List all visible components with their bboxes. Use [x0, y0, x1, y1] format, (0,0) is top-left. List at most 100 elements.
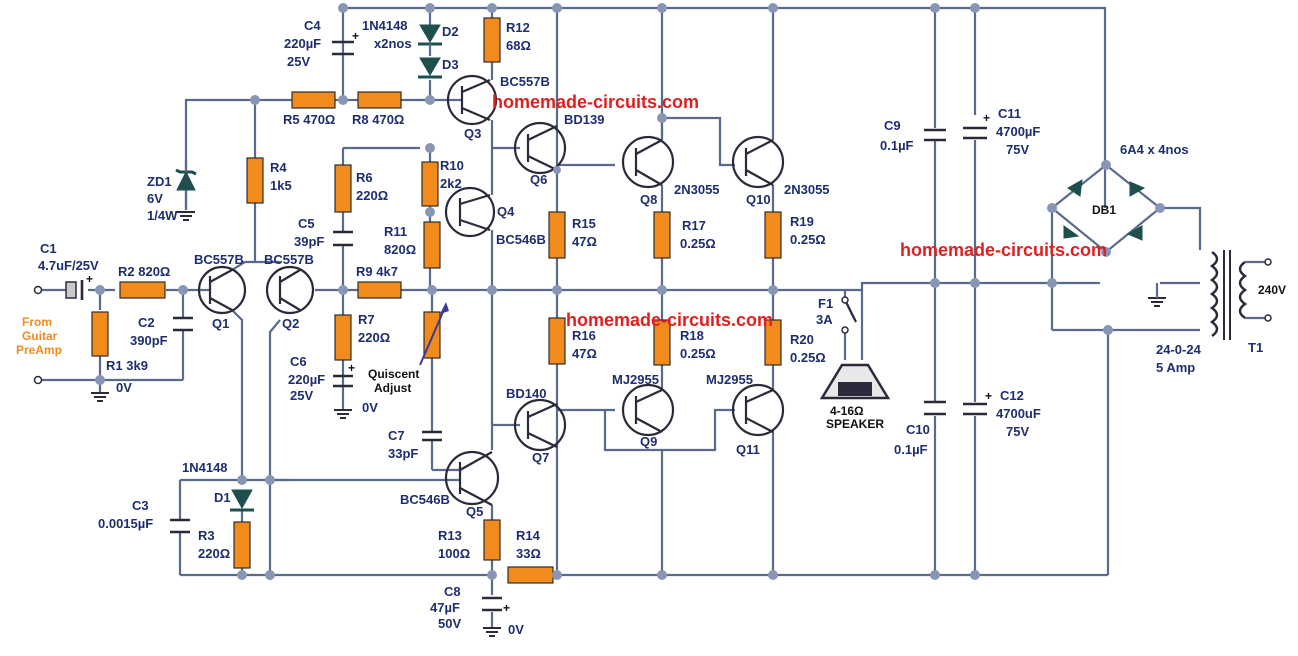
- transistor-q11: [731, 383, 785, 437]
- speaker-label: SPEAKER: [826, 417, 884, 431]
- resistor-r9: [357, 281, 402, 299]
- transistor-q5: [444, 450, 500, 506]
- q5-type: BC546B: [400, 492, 450, 507]
- r5-label: R5 470Ω: [283, 112, 335, 127]
- d1-type: 1N4148: [182, 460, 228, 475]
- c6-value: 220µF: [288, 372, 325, 387]
- resistor-r6: [334, 164, 352, 213]
- svg-text:+: +: [985, 389, 992, 403]
- q5-name: Q5: [466, 504, 483, 519]
- speaker: [819, 363, 891, 400]
- r7-value: 220Ω: [358, 330, 390, 345]
- q11-type: MJ2955: [706, 372, 753, 387]
- q10-name: Q10: [746, 192, 771, 207]
- watermark-top: homemade-circuits.com: [492, 92, 699, 112]
- r15-name: R15: [572, 216, 596, 231]
- diodes: [175, 24, 1162, 512]
- r9-label: R9 4k7: [356, 264, 398, 279]
- r10-name: R10: [440, 158, 464, 173]
- transformer-spec-1: 24-0-24: [1156, 342, 1202, 357]
- c12-name: C12: [1000, 388, 1024, 403]
- q2-type: BC557B: [264, 252, 314, 267]
- r11-value: 820Ω: [384, 242, 416, 257]
- c5-name: C5: [298, 216, 315, 231]
- r17-value: 0.25Ω: [680, 236, 716, 251]
- q2-name: Q2: [282, 316, 299, 331]
- r15-value: 47Ω: [572, 234, 597, 249]
- quiescent-line-1: Quiscent: [368, 367, 419, 381]
- c1-name: C1: [40, 241, 57, 256]
- r19-name: R19: [790, 214, 814, 229]
- resistors: [91, 17, 782, 584]
- c4-value: 220µF: [284, 36, 321, 51]
- svg-text:+: +: [352, 29, 359, 43]
- ground-symbols: [91, 211, 1166, 637]
- q8-type: 2N3055: [674, 182, 720, 197]
- capacitors: + + + + + +: [65, 29, 992, 615]
- q1-name: Q1: [212, 316, 229, 331]
- q6-name: Q6: [530, 172, 547, 187]
- input-from-label: From: [22, 315, 52, 329]
- resistor-r14: [507, 566, 554, 584]
- c10-value: 0.1µF: [894, 442, 928, 457]
- pot-arrow-head: [440, 302, 449, 314]
- fuse-f1: [841, 296, 857, 334]
- c2-name: C2: [138, 315, 155, 330]
- c12-voltage: 75V: [1006, 424, 1029, 439]
- speaker-value: 4-16Ω: [830, 404, 864, 418]
- transistor-q9: [621, 383, 675, 437]
- svg-text:+: +: [348, 361, 355, 375]
- d23-type: 1N4148: [362, 18, 408, 33]
- r16-name: R16: [572, 328, 596, 343]
- r6-name: R6: [356, 170, 373, 185]
- diode-d3: [419, 57, 441, 76]
- q3-type: BC557B: [500, 74, 550, 89]
- c7-name: C7: [388, 428, 405, 443]
- resistor-r20: [764, 319, 782, 366]
- transformer-name: T1: [1248, 340, 1263, 355]
- labels: C1 4.7uF/25V From Guitar PreAmp R2 820Ω …: [16, 18, 1286, 637]
- q7-type: BD140: [506, 386, 546, 401]
- d1-name: D1: [214, 490, 231, 505]
- c3-name: C3: [132, 498, 149, 513]
- svg-text:+: +: [86, 272, 93, 286]
- q1-type: BC557B: [194, 252, 244, 267]
- capacitor-c1: [65, 281, 77, 299]
- d23-count: x2nos: [374, 36, 412, 51]
- zd1-name: ZD1: [147, 174, 172, 189]
- c5-value: 39pF: [294, 234, 324, 249]
- c4-voltage: 25V: [287, 54, 310, 69]
- c8-zero-v: 0V: [508, 622, 524, 637]
- resistor-r3: [233, 521, 251, 569]
- input-preamp-label: PreAmp: [16, 343, 62, 357]
- r4-name: R4: [270, 160, 287, 175]
- c12-value: 4700uF: [996, 406, 1041, 421]
- svg-text:+: +: [983, 111, 990, 125]
- q9-name: Q9: [640, 434, 657, 449]
- pot-arrow: [419, 304, 447, 366]
- transistor-q3: [446, 74, 498, 126]
- c1-value: 4.7uF/25V: [38, 258, 99, 273]
- r3-value: 220Ω: [198, 546, 230, 561]
- transistor-q6: [513, 121, 567, 175]
- diode-d1: [231, 489, 253, 510]
- transformer-spec-2: 5 Amp: [1156, 360, 1195, 375]
- r11-name: R11: [384, 224, 407, 239]
- c11-name: C11: [998, 106, 1021, 121]
- q3-name: Q3: [464, 126, 481, 141]
- bridge-name: DB1: [1092, 203, 1116, 217]
- r3-name: R3: [198, 528, 215, 543]
- c11-voltage: 75V: [1006, 142, 1029, 157]
- f1-value: 3A: [816, 312, 833, 327]
- q4-type: BC546B: [496, 232, 546, 247]
- input-terminal-bottom: [33, 375, 43, 385]
- resistor-r4: [246, 157, 264, 204]
- r19-value: 0.25Ω: [790, 232, 826, 247]
- r7-name: R7: [358, 312, 375, 327]
- r14-name: R14: [516, 528, 541, 543]
- c7-value: 33pF: [388, 446, 418, 461]
- r1-label: R1 3k9: [106, 358, 148, 373]
- r4-value: 1k5: [270, 178, 292, 193]
- r12-name: R12: [506, 20, 530, 35]
- resistor-r17: [653, 211, 671, 259]
